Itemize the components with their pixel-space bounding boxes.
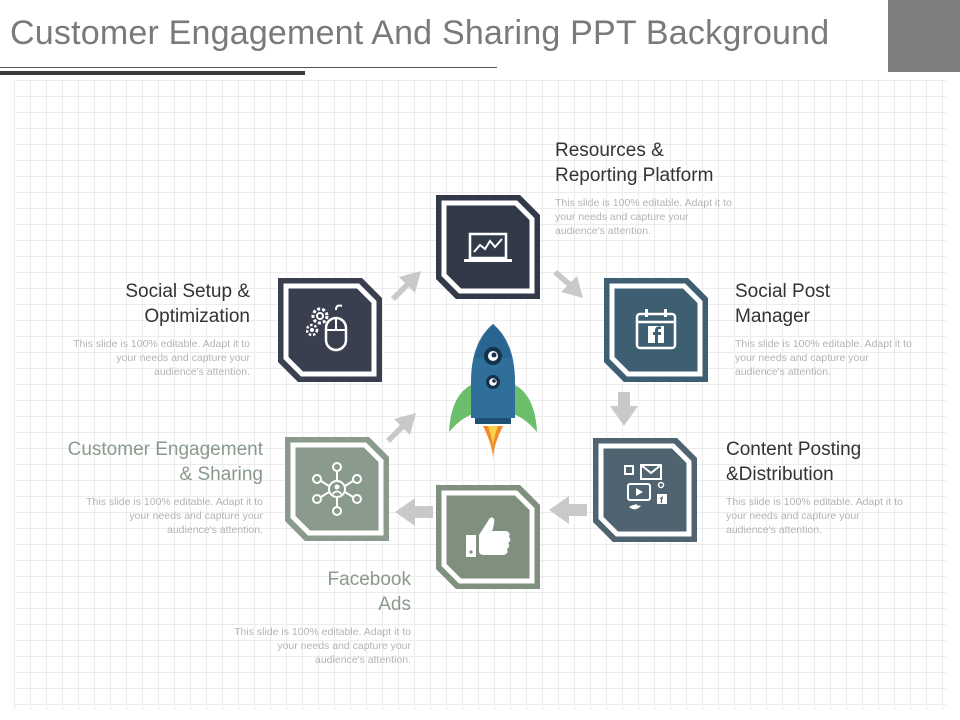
svg-text:f: f [660, 495, 664, 505]
desc-facebook-ads: This slide is 100% editable. Adapt it to… [234, 626, 411, 666]
arrow-6 [386, 413, 416, 443]
label-resources-reporting: Resources & Reporting Platform [555, 140, 714, 186]
arrow-5 [395, 498, 433, 526]
laptop-chart-icon [464, 232, 512, 262]
desc-social-setup: This slide is 100% editable. Adapt it to… [73, 338, 250, 378]
desc-resources-reporting: This slide is 100% editable. Adapt it to… [555, 197, 732, 237]
arrow-3 [610, 392, 638, 426]
tile-social-setup [278, 278, 382, 382]
arrow-4 [549, 496, 587, 524]
desc-customer-engagement: This slide is 100% editable. Adapt it to… [86, 496, 263, 536]
desc-social-post-manager: This slide is 100% editable. Adapt it to… [735, 338, 912, 378]
social-media-content-icon: f [624, 464, 667, 510]
arrow-1 [391, 271, 421, 301]
network-person-icon [312, 462, 362, 516]
label-content-posting: Content Posting &Distribution [726, 439, 862, 485]
desc-content-posting: This slide is 100% editable. Adapt it to… [726, 496, 903, 536]
tile-facebook-ads [436, 485, 540, 589]
tile-social-post-manager [604, 278, 708, 382]
title-underline-thick [0, 71, 305, 75]
label-social-post-manager: Social Post Manager [735, 281, 831, 327]
arrow-2 [553, 270, 583, 298]
label-social-setup: Social Setup & Optimization [125, 281, 250, 327]
mouse-gears-icon [305, 304, 348, 352]
page-title: Customer Engagement And Sharing PPT Back… [10, 14, 830, 52]
tile-content-posting: f [593, 438, 697, 542]
thumbs-up-icon [466, 517, 511, 557]
rocket-icon [449, 324, 537, 460]
tile-customer-engagement [285, 437, 389, 541]
label-customer-engagement: Customer Engagement & Sharing [67, 439, 263, 485]
calendar-facebook-icon [635, 309, 677, 350]
label-facebook-ads: Facebook Ads [327, 569, 411, 615]
title-underline-thin [0, 67, 497, 68]
tile-resources-reporting [436, 195, 540, 299]
corner-block [888, 0, 960, 72]
